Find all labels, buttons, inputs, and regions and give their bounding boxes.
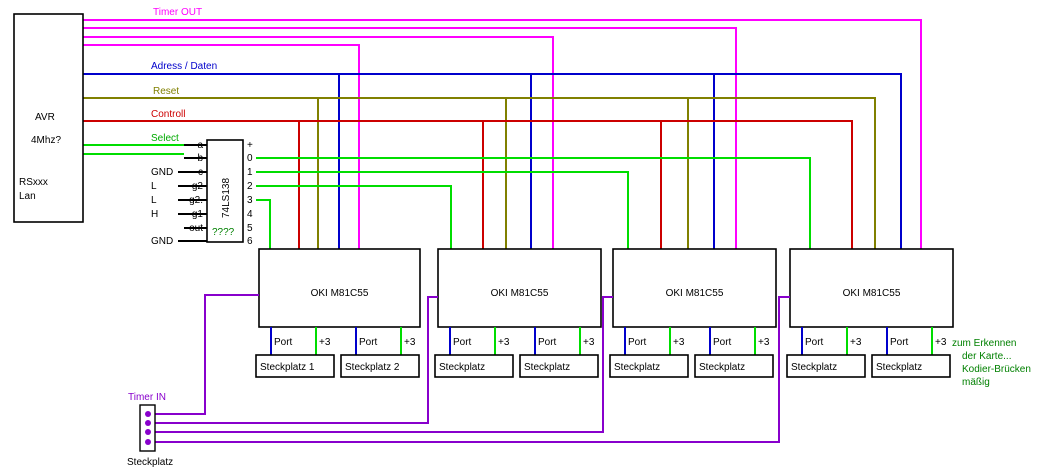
timer-in-title: Timer IN [128, 392, 166, 403]
decoder-input-pin: b [197, 153, 203, 164]
port-label: Port [274, 337, 293, 348]
decoder-input-signal: L [151, 195, 157, 206]
port-label: Port [628, 337, 647, 348]
decoder-input-signal: H [151, 209, 158, 220]
chip-label: OKI M81C55 [311, 288, 369, 299]
note-line1: zum Erkennen [952, 338, 1016, 349]
decoder-input-pin: g1 [192, 209, 204, 220]
slot-label: Steckplatz [876, 362, 922, 373]
decoder-output-wires [256, 157, 811, 249]
timer-out-label: Timer OUT [153, 7, 202, 18]
decoder-input-signal: GND [151, 167, 173, 178]
slot-label: Steckplatz [614, 362, 660, 373]
decoder-note: ???? [212, 227, 235, 238]
avr-iface-1: RSxxx [19, 177, 48, 188]
decoder-input-pin: c [198, 167, 203, 178]
select-bus [83, 144, 184, 155]
chip-box [437, 248, 602, 328]
slot-label: Steckplatz [524, 362, 570, 373]
select-label: Select [151, 133, 179, 144]
port-label: Port [538, 337, 557, 348]
plus3-label: +3 [583, 337, 595, 348]
decoder-output-pin: 1 [247, 167, 253, 178]
plus3-label: +3 [850, 337, 862, 348]
port-label: Port [453, 337, 472, 348]
decoder-input-pin: g2. [189, 195, 203, 206]
note-line3: Kodier-Brücken [962, 364, 1031, 375]
avr-clock: 4Mhz? [31, 135, 61, 146]
slot-box [255, 354, 335, 378]
slot-label: Steckplatz [791, 362, 837, 373]
decoder-output-pin: 6 [247, 236, 253, 247]
avr-title: AVR [35, 112, 55, 123]
decoder-output-pin: 3 [247, 195, 253, 206]
decoder-input-pin: out [189, 223, 203, 234]
slot-label: Steckplatz 1 [260, 362, 315, 373]
decoder-output-pin: 0 [247, 153, 253, 164]
control-label: Controll [151, 109, 185, 120]
timer-in-caption: Steckplatz [127, 457, 173, 468]
plus3-label: +3 [758, 337, 770, 348]
slot-label: Steckplatz [439, 362, 485, 373]
decoder-output-pin: 2 [247, 181, 253, 192]
note-line2: der Karte... [962, 351, 1011, 362]
address-data-bus [83, 73, 902, 249]
slot-label: Steckplatz 2 [345, 362, 400, 373]
timer-in-wires [150, 294, 790, 443]
slot-box [434, 354, 514, 378]
decoder-output-pin: + [247, 140, 253, 151]
chip-label: OKI M81C55 [843, 288, 901, 299]
timer-out-bus [83, 19, 922, 249]
plus3-label: +3 [319, 337, 331, 348]
decoder-box [206, 139, 244, 243]
decoder-input-signal: L [151, 181, 157, 192]
slot-label: Steckplatz [699, 362, 745, 373]
reset-bus [83, 97, 876, 249]
note-line4: mäßig [962, 377, 990, 388]
timer-in-pins [145, 411, 151, 445]
port-label: Port [359, 337, 378, 348]
plus3-label: +3 [498, 337, 510, 348]
chip-box [789, 248, 954, 328]
chip-label: OKI M81C55 [491, 288, 549, 299]
avr-box [13, 13, 84, 223]
plus3-label: +3 [673, 337, 685, 348]
slot-box [694, 354, 774, 378]
decoder-input-signal: GND [151, 236, 173, 247]
chip-label: OKI M81C55 [666, 288, 724, 299]
decoder-output-pin: 5 [247, 223, 253, 234]
slot-box [609, 354, 689, 378]
reset-label: Reset [153, 86, 179, 97]
port-label: Port [805, 337, 824, 348]
slot-box [871, 354, 951, 378]
port-label: Port [890, 337, 909, 348]
decoder-input-pin: g2 [192, 181, 204, 192]
avr-iface-2: Lan [19, 191, 36, 202]
decoder-output-pin: 4 [247, 209, 253, 220]
decoder-name: 74LS138 [221, 178, 232, 218]
address-data-label: Adress / Daten [151, 61, 217, 72]
slot-box [519, 354, 599, 378]
port-label: Port [713, 337, 732, 348]
decoder-input-pin: a [197, 140, 203, 151]
decoder-input-pin: − [197, 236, 203, 247]
slot-box [340, 354, 420, 378]
chip-box [258, 248, 421, 328]
timer-in-connector [139, 404, 156, 452]
plus3-label: +3 [935, 337, 947, 348]
slot-box [786, 354, 866, 378]
plus3-label: +3 [404, 337, 416, 348]
chip-box [612, 248, 777, 328]
detection-note: zum Erkennen der Karte... Kodier-Brücken… [952, 338, 1031, 388]
